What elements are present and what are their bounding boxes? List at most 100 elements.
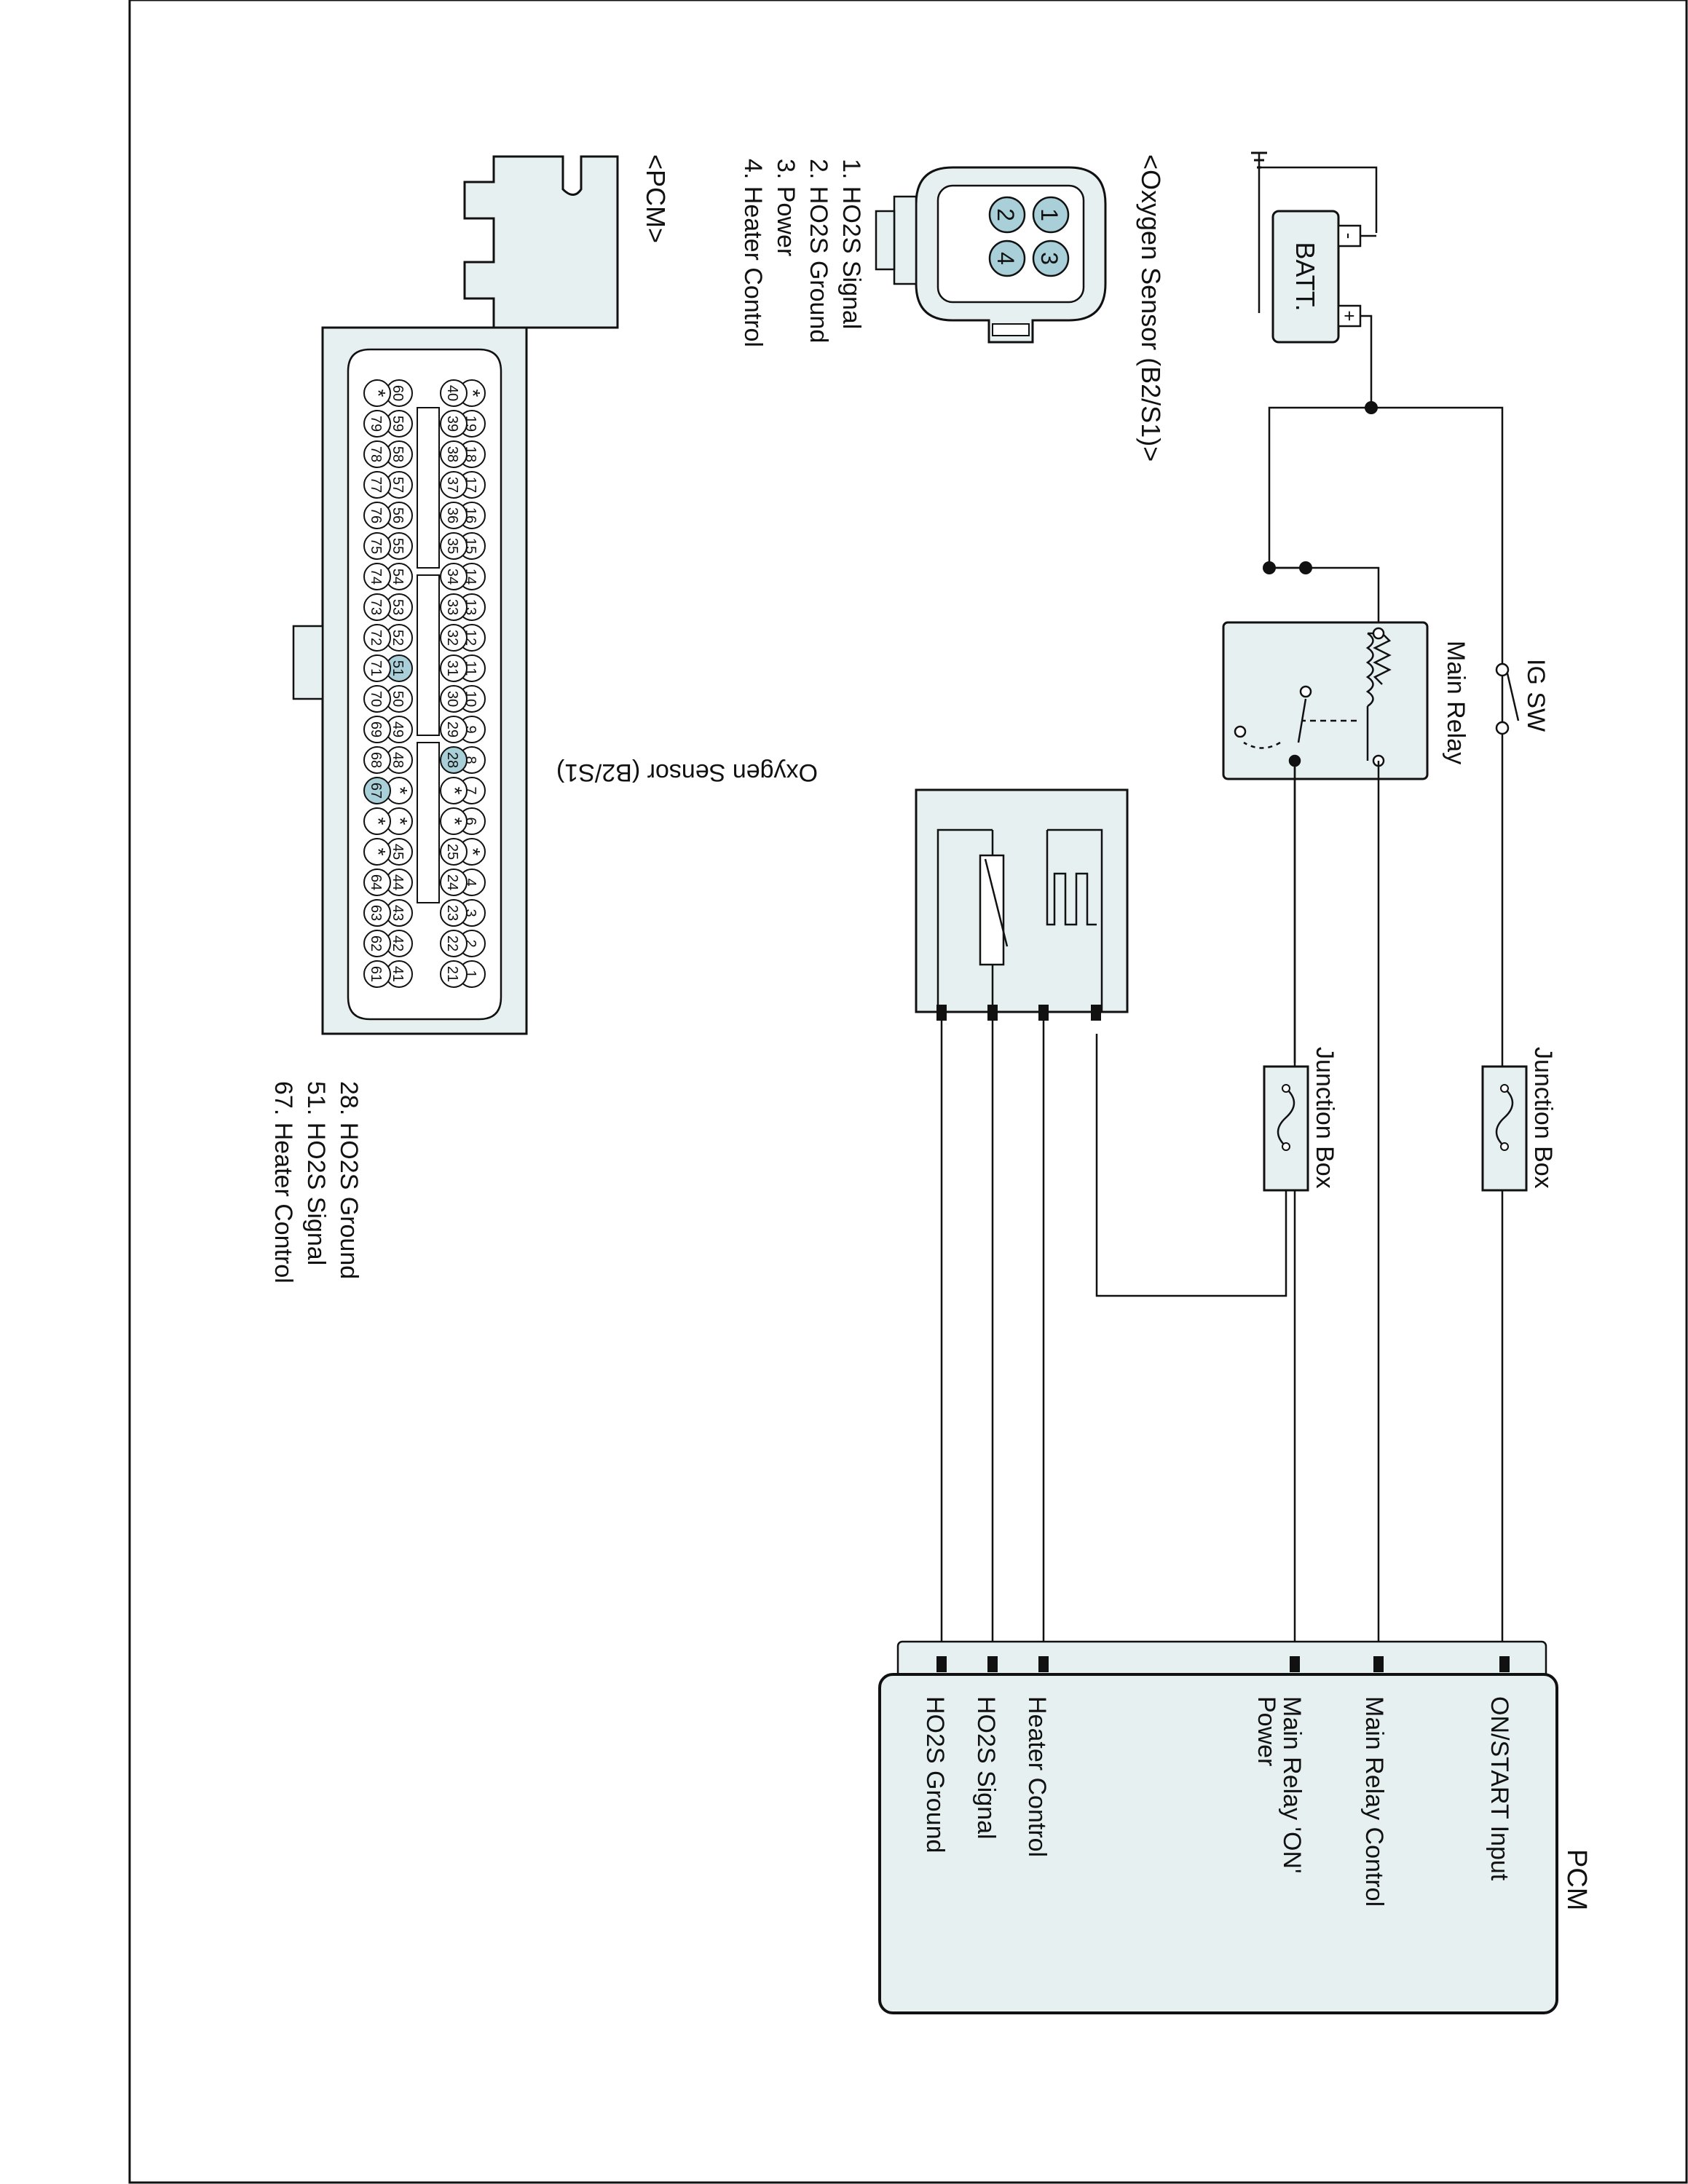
oxy-legend-2: 2. HO2S Ground [805,159,832,343]
ig-switch [1495,662,1520,735]
pcm-pin-label: * [389,787,411,795]
pcm-pin-label: 60 [390,385,406,401]
pcm-pin-label: 76 [368,507,384,523]
oxygen-connector: <Oxygen Sensor (B2/S1)> 1 2 3 4 1. HO2S … [739,154,1166,462]
pcm-pin-label: 49 [390,721,406,737]
pcm-pin-circle [363,502,391,529]
pcm-pin-circle [363,777,391,804]
pcm-pin-circle [440,654,468,682]
oxygen-sensor: Oxygen Sensor (B2/S1) [556,759,1129,1013]
pcm-pin-label: 4 [462,878,478,886]
battery-plus: + [1338,310,1360,321]
oxy-legend-4: 4. Heater Control [739,159,767,347]
pcm-pin-label: 6 [462,817,478,825]
pcm-pin-label: 35 [444,538,460,554]
pcm-pin-circle [363,563,391,590]
pcm-pin-label: 34 [444,569,460,585]
pcm-pin-circle [440,807,468,835]
pcm-pin-circle [363,654,391,682]
pcm-pin-circle [440,593,468,621]
pcm-pin-label: 55 [390,538,406,554]
pcm-pin-circle [363,838,391,866]
pcm-pin-label: 59 [390,416,406,432]
pcm-pin-label: 57 [390,477,406,493]
pcm-pin-label: 9 [462,725,478,733]
ig-switch-label: IG SW [1522,659,1550,732]
pcm-pin-label: 53 [390,599,406,615]
pcm-pin-label: 48 [390,752,406,768]
pcm-pin-ho2s-ground: HO2S Ground [921,1696,949,1853]
pcm-pin-circle [440,624,468,652]
pcm-connector: <PCM> *191817161514131211109876*43214039… [269,154,671,1283]
pcm-pin-label: 41 [390,966,406,982]
pcm-pin-label: 36 [444,507,460,523]
pcm-pin-label: 69 [368,721,384,737]
pcm-pin-label: 32 [444,630,460,646]
junction-dot-3 [1299,561,1312,574]
jb2-to-sensor-wire [1095,1034,1287,1297]
pcm-pin-label: 22 [444,935,460,951]
pcm-pin-on-start: ON/START Input [1486,1696,1513,1881]
pcm-pin-label: 24 [444,874,460,890]
relay-out-dot [1289,755,1301,767]
battery-label: BATT. [1290,242,1320,311]
pcm-pin-label: * [389,818,411,826]
pcm-pin-label: * [367,848,390,856]
oxy-pin-1: 1 [1036,208,1062,221]
pcm-pin-circle [440,716,468,743]
junction-box-1-label: Junction Box [1529,1047,1557,1189]
ground-wire [1259,166,1378,233]
pcm-pin-label: 52 [390,630,406,646]
pcm-pin-label: 54 [390,569,406,585]
pcm-pin-circle [363,471,391,499]
pcm-pin-circle [363,930,391,957]
main-relay-label: Main Relay [1442,641,1470,764]
pcm-pin-label: 30 [444,691,460,707]
oxygen-connector-pins: 1 2 3 4 [988,196,1070,277]
pcm-pin-label: 73 [368,599,384,615]
pcm-pin-circle [440,685,468,713]
pcm-pin-circle [363,716,391,743]
oxy-pin-2: 2 [993,208,1019,221]
pcm-block: PCM ON/START Input Main Relay Control Ma… [878,1640,1592,2014]
pcm-pin-label: 33 [444,599,460,615]
oxygen-connector-title: <Oxygen Sensor (B2/S1)> [1136,154,1166,462]
pcm-pin-label: 39 [444,416,460,432]
pcm-pin-label: 68 [368,752,384,768]
pcm-pin-circle [440,410,468,438]
pcm-pin-label: 58 [390,446,406,462]
pcm-pin-label: 67 [368,783,384,799]
pcm-pin-label: 56 [390,507,406,523]
pcm-pin-circle [363,593,391,621]
pcm-pin-heater-control: Heater Control [1023,1696,1051,1857]
pcm-pin-power: Power [1253,1696,1280,1766]
pcm-pin-label: 2 [462,939,478,947]
pcm-pin-circle [363,624,391,652]
pcm-pin-label: * [443,818,466,826]
pcm-connector-title: <PCM> [641,154,671,243]
relay-wires [1293,761,1380,1660]
junction-box-1: Junction Box [1481,1047,1557,1192]
pcm-pin-label: 28 [444,752,460,768]
pcm-pin-label: 31 [444,660,460,676]
pcm-pin-label: 38 [444,446,460,462]
pcm-pin-main-relay-control: Main Relay Control [1360,1696,1388,1907]
main-relay: Main Relay [1222,621,1470,780]
pcm-pin-circle [363,746,391,774]
page-frame [128,0,1688,2184]
junction-dot-2 [1263,561,1276,574]
pcm-pin-circle [363,532,391,560]
pcm-pin-grid: *191817161514131211109876*43214039383736… [363,379,486,988]
pcm-pin-label: 75 [368,538,384,554]
pcm-pin-circle [363,440,391,468]
sensor-pins [936,1005,1101,1021]
oxygen-sensor-label: Oxygen Sensor (B2/S1) [556,759,818,786]
oxygen-connector-legend: 1. HO2S Signal 2. HO2S Ground 3. Power 4… [739,159,865,347]
junction-box-2: Junction Box [1263,1047,1338,1192]
pcm-pin-label: * [367,818,390,826]
pcm-pin-label: 3 [462,909,478,917]
pcm-pin-circle [440,960,468,988]
pcm-pin-label: 21 [444,966,460,982]
pcm-pin-circle [363,899,391,927]
